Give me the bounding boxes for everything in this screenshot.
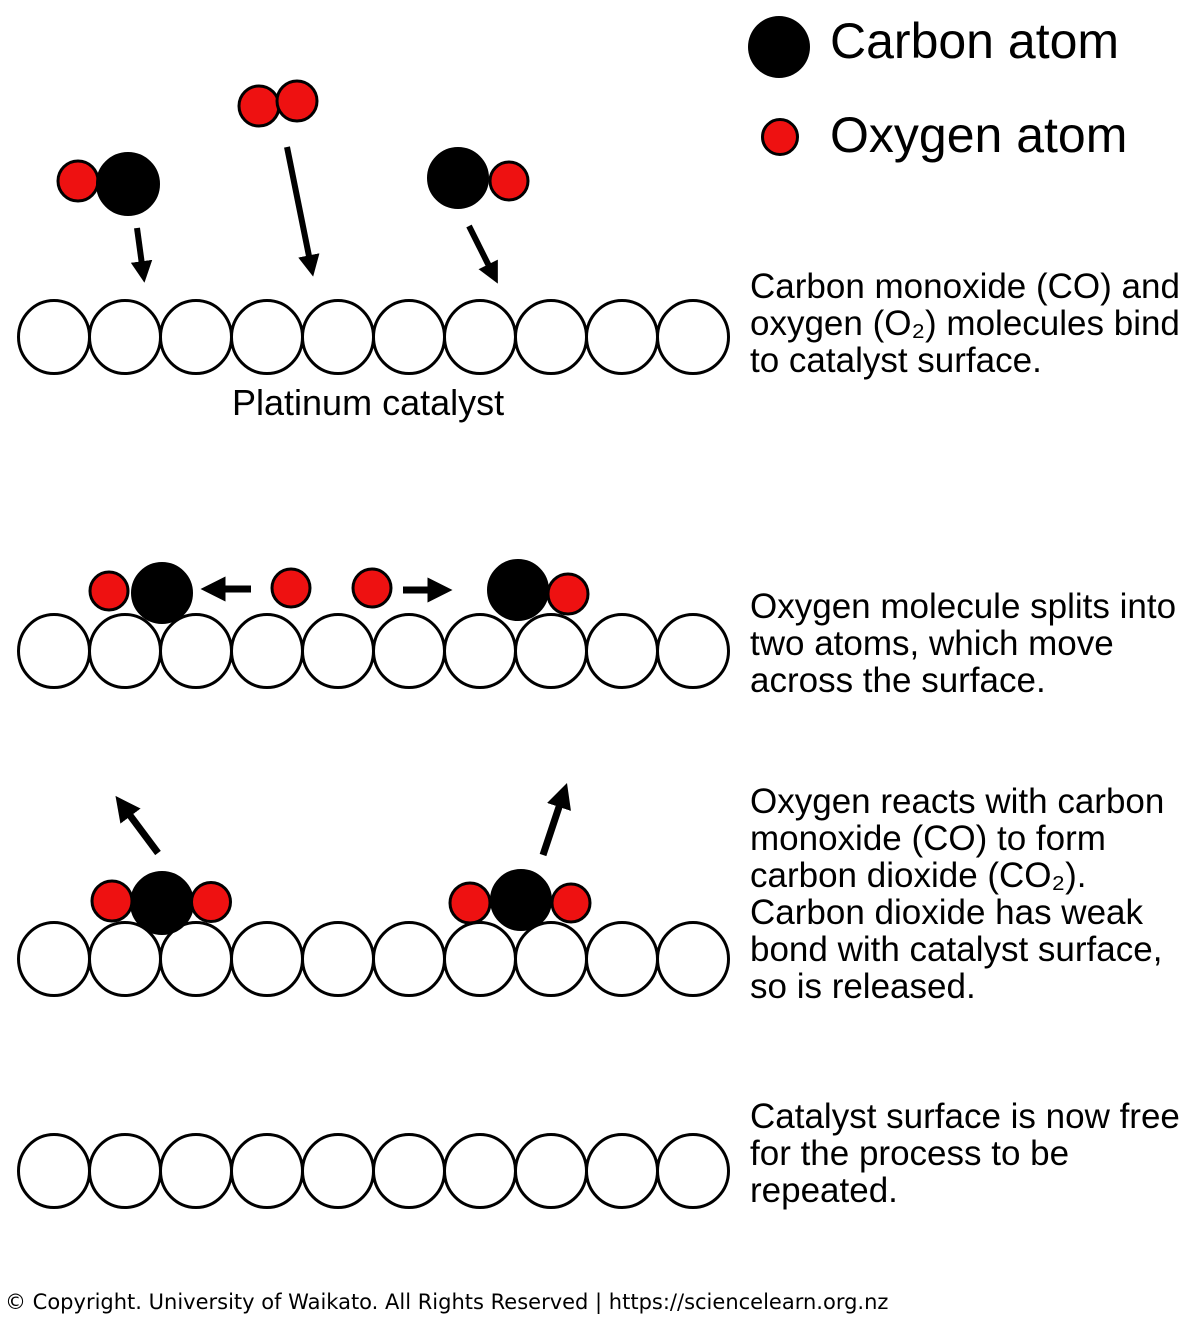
oxygen-atom: [550, 882, 592, 924]
oxygen-atom: [88, 570, 130, 612]
carbon-atom: [131, 562, 193, 624]
adsorbed-co-right: [487, 559, 590, 621]
step-3-description: Oxygen reacts with carbon monoxide (CO) …: [750, 782, 1165, 1006]
o2-molecule: [237, 79, 319, 128]
co2-molecule-left: [90, 871, 232, 935]
carbon-atom: [96, 152, 160, 216]
step-2-diagram: [19, 559, 729, 688]
platinum-surface-row-3: [19, 923, 729, 996]
step-2-description: Oxygen molecule splits into two atoms, w…: [750, 587, 1177, 700]
down-arrow: [130, 227, 153, 283]
carbon-atom: [490, 869, 552, 931]
platinum-surface-row-2: [19, 615, 729, 688]
down-arrow: [466, 224, 498, 284]
platinum-surface-row-4: [19, 1135, 729, 1208]
oxygen-atom: [448, 881, 492, 925]
carbon-atom: [130, 871, 194, 935]
co-molecule-left: [56, 152, 160, 216]
step-4-diagram: [19, 1135, 729, 1208]
up-left-arrow: [115, 795, 161, 856]
carbon-atom: [487, 559, 549, 621]
legend-oxygen-label: Oxygen atom: [830, 107, 1128, 163]
oxygen-atom: [56, 159, 100, 203]
carbon-atom-icon: [748, 16, 810, 78]
oxygen-atom: [546, 572, 590, 616]
free-oxygen-atom: [351, 567, 393, 609]
oxygen-atom: [275, 79, 319, 123]
copyright-text: © Copyright. University of Waikato. All …: [5, 1290, 889, 1314]
legend-carbon-label: Carbon atom: [830, 13, 1120, 69]
step-3-diagram: [19, 783, 729, 996]
step-1-diagram: [19, 79, 729, 374]
adsorbed-co-left: [88, 562, 193, 624]
oxygen-atom-icon: [761, 118, 799, 156]
co-molecule-right: [427, 147, 530, 209]
platinum-catalyst-label: Platinum catalyst: [232, 382, 505, 423]
oxygen-atom: [237, 84, 281, 128]
carbon-atom: [427, 147, 489, 209]
step-4-description: Catalyst surface is now free for the pro…: [750, 1097, 1180, 1210]
platinum-surface-row-1: [19, 301, 729, 374]
step-1-description: Carbon monoxide (CO) and oxygen (O₂) mol…: [750, 267, 1180, 380]
up-right-arrow: [539, 783, 571, 857]
oxygen-atom: [90, 879, 134, 923]
oxygen-atom: [488, 160, 530, 202]
down-arrow: [284, 146, 320, 277]
co2-molecule-right: [448, 869, 592, 931]
oxygen-atom: [190, 881, 232, 923]
free-oxygen-atom: [270, 567, 312, 609]
